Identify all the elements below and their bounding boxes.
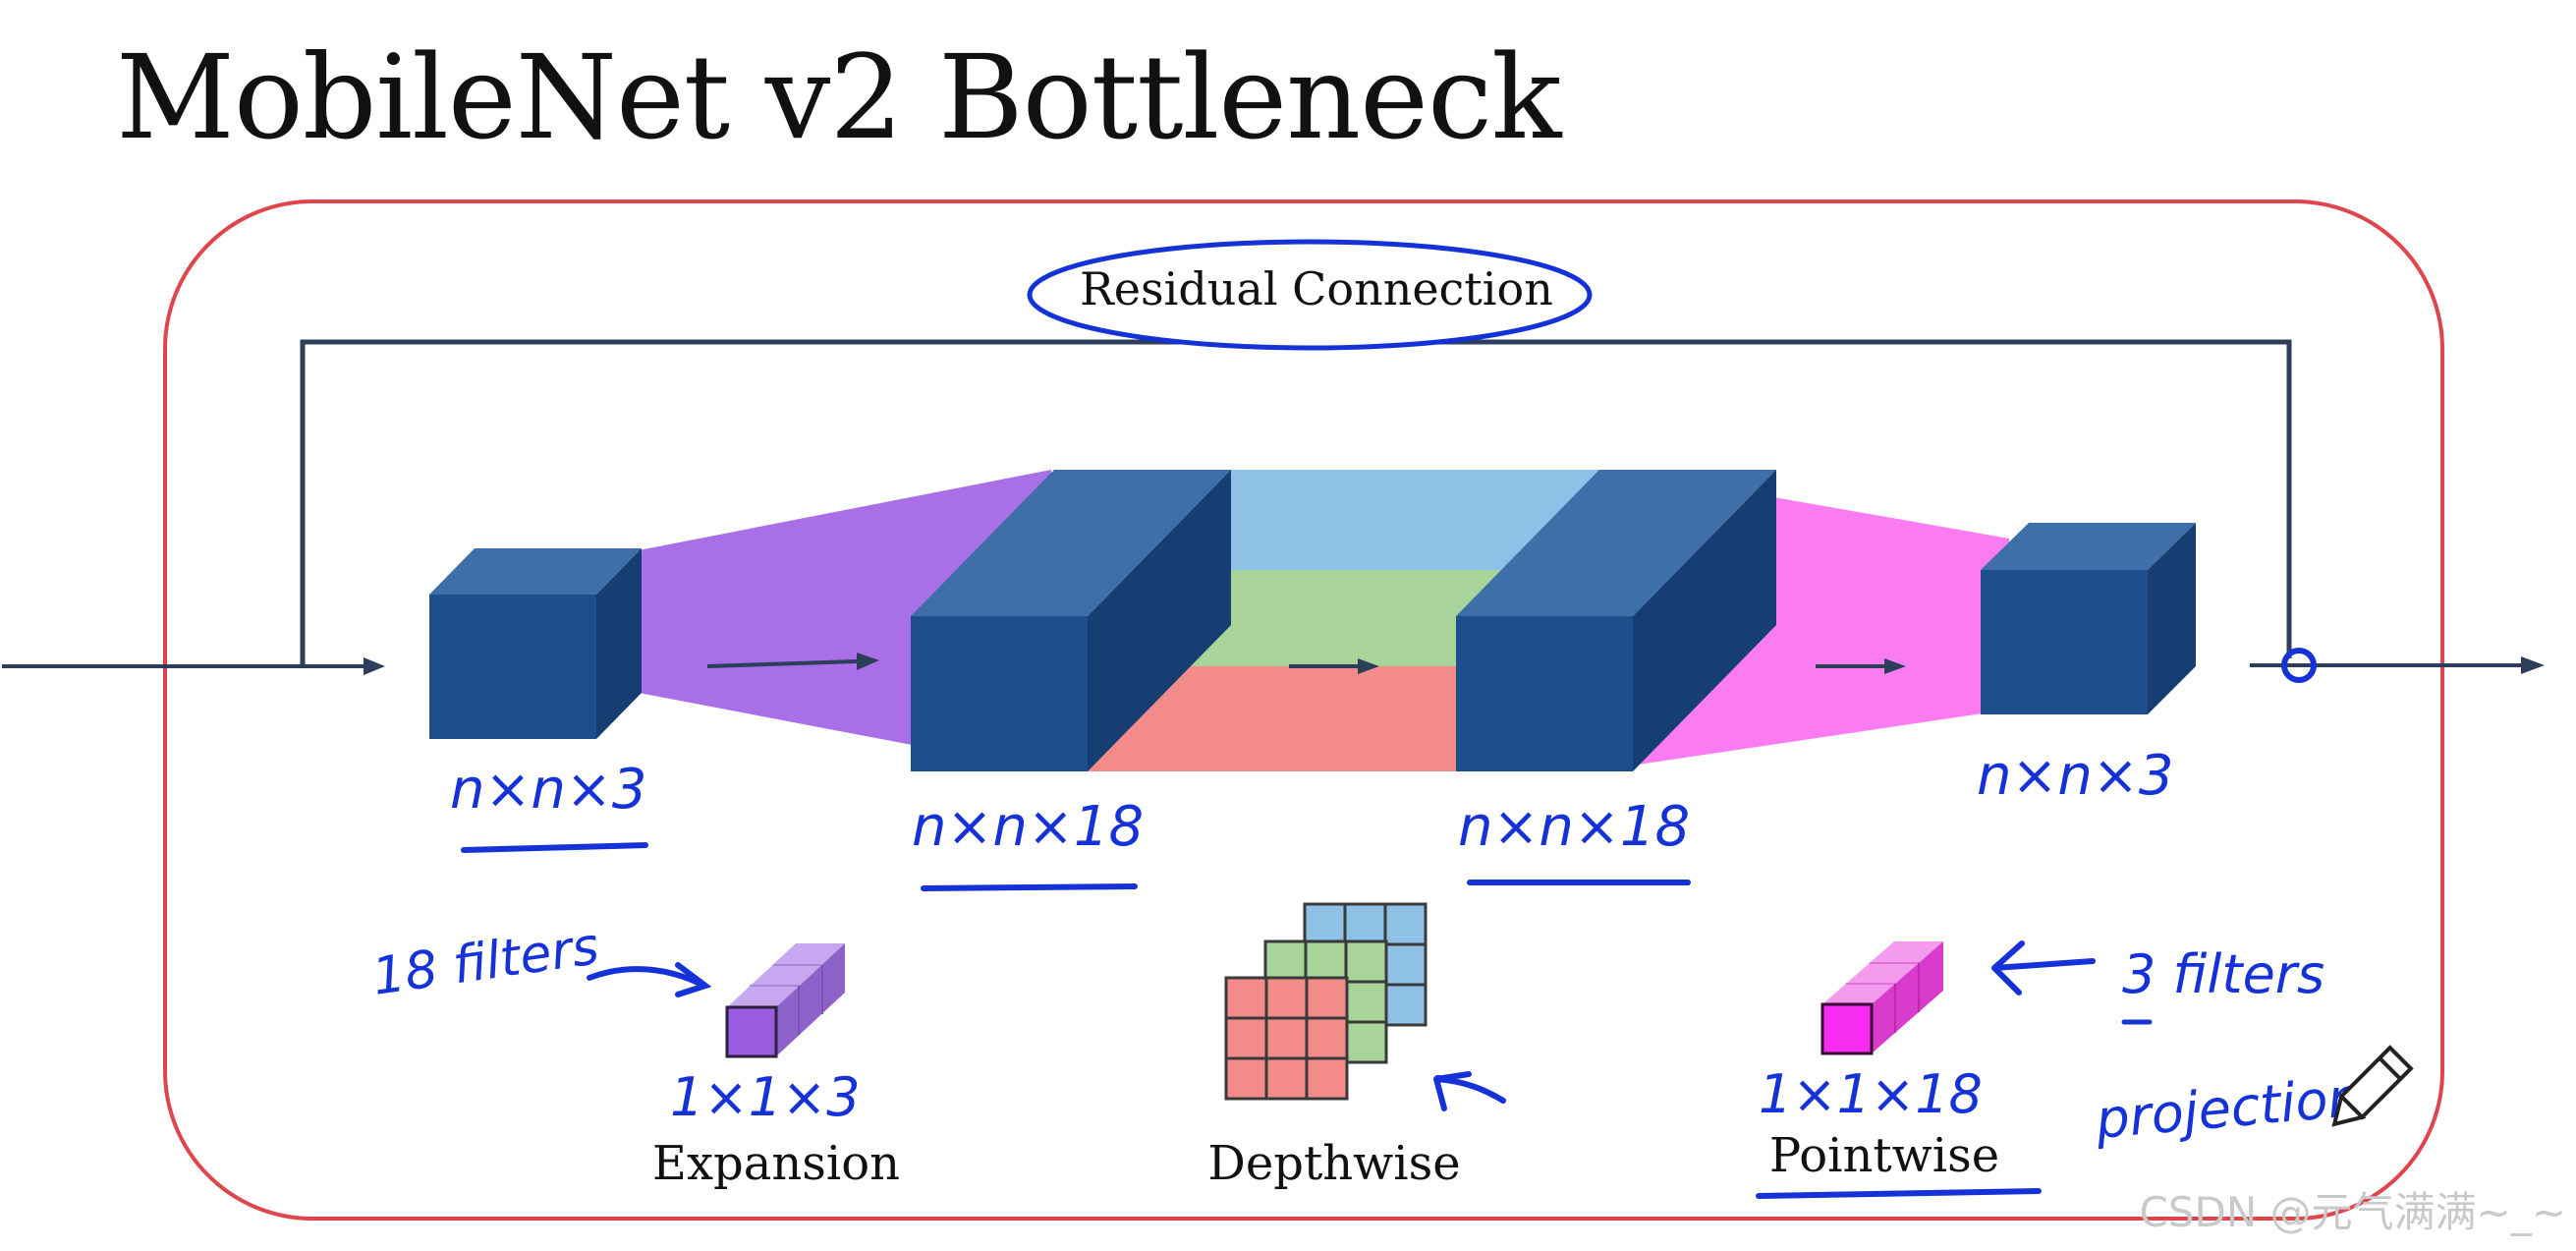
expansion-filter-arrowhead: [675, 962, 712, 997]
output-arrow: [2250, 656, 2545, 674]
flow-arrow-projection: [1816, 658, 1906, 674]
depthwise-grid-cell: [1224, 1016, 1268, 1060]
depthwise-grid-cell: [1383, 942, 1428, 987]
depthwise-grid-cell: [1305, 1016, 1349, 1060]
depthwise-filter-grids: [1224, 902, 1428, 1101]
depthwise-band-blue: [1189, 470, 1599, 570]
depthwise-grid-cell: [1383, 902, 1428, 946]
flow-arrow-expansion: [706, 653, 879, 670]
depthwise-grid-cell: [1305, 1056, 1349, 1101]
tensor-label-input: n×n×3: [450, 758, 646, 822]
pointwise-filter-prism: [1820, 941, 1943, 1055]
depthwise-grid-cell: [1383, 983, 1428, 1027]
watermark: CSDN @元气满满~_~: [2140, 1188, 2566, 1236]
depthwise-grid-cell: [1264, 1016, 1309, 1060]
expansion-filter-count: 18 filters: [368, 917, 602, 1007]
stage-label-pointwise: Pointwise: [1769, 1128, 1999, 1183]
projection-annotation: projection: [2093, 1066, 2364, 1151]
projection-filter-size: 1×1×18: [1759, 1063, 1983, 1125]
residual-label-circle: [1027, 239, 1593, 351]
depthwise-grid-cell: [1264, 976, 1309, 1020]
depthwise-grid-red: [1224, 976, 1349, 1101]
depthwise-grid-cell: [1304, 939, 1348, 984]
tensor-label-expanded: n×n×18: [912, 795, 1144, 859]
page-title: MobileNet v2 Bottleneck: [116, 29, 1562, 165]
projection-filter-count: 3 filters: [2122, 943, 2324, 1005]
flow-arrow-depthwise: [1289, 658, 1379, 674]
depthwise-grid-cell: [1224, 976, 1268, 1020]
input-cube: [429, 548, 642, 739]
residual-connection-label: Residual Connection: [1080, 262, 1553, 315]
depthwise-output-cube: [1456, 470, 1776, 771]
depthwise-grid-cell: [1303, 902, 1347, 946]
pencil-icon: [2331, 1045, 2414, 1127]
depthwise-grid-cell: [1344, 939, 1388, 984]
projection-filter-arrow: [1991, 940, 2096, 995]
add-node: [2281, 648, 2317, 683]
stage-label-pointwise-underline: [1756, 1188, 2042, 1199]
expansion-filter-size: 1×1×3: [670, 1066, 861, 1128]
expansion-filter-prism: [725, 943, 845, 1058]
depthwise-grid-cell: [1344, 980, 1388, 1024]
output-cube: [1981, 523, 2196, 714]
tensor-label-input-underline: [461, 842, 648, 853]
depthwise-grid-cell: [1224, 1056, 1268, 1101]
expansion-filter-arrow: [587, 966, 705, 988]
block-frame: [163, 199, 2444, 1221]
depthwise-pointer: [1433, 1071, 1506, 1111]
depthwise-grid-cell: [1344, 1020, 1388, 1064]
stage-label-depthwise: Depthwise: [1207, 1136, 1460, 1191]
stage-label-expansion: Expansion: [652, 1136, 900, 1191]
depthwise-grid-cell: [1264, 1056, 1309, 1101]
tensor-label-depthwise-out: n×n×18: [1458, 795, 1690, 859]
depthwise-grid-cell: [1263, 939, 1308, 984]
tensor-label-output: n×n×3: [1977, 744, 2173, 808]
input-arrow: [2, 657, 385, 675]
depthwise-grid-cell: [1343, 902, 1387, 946]
depthwise-grid-cell: [1305, 976, 1349, 1020]
expanded-cube: [911, 470, 1231, 771]
tensor-label-expanded-underline: [921, 883, 1138, 891]
